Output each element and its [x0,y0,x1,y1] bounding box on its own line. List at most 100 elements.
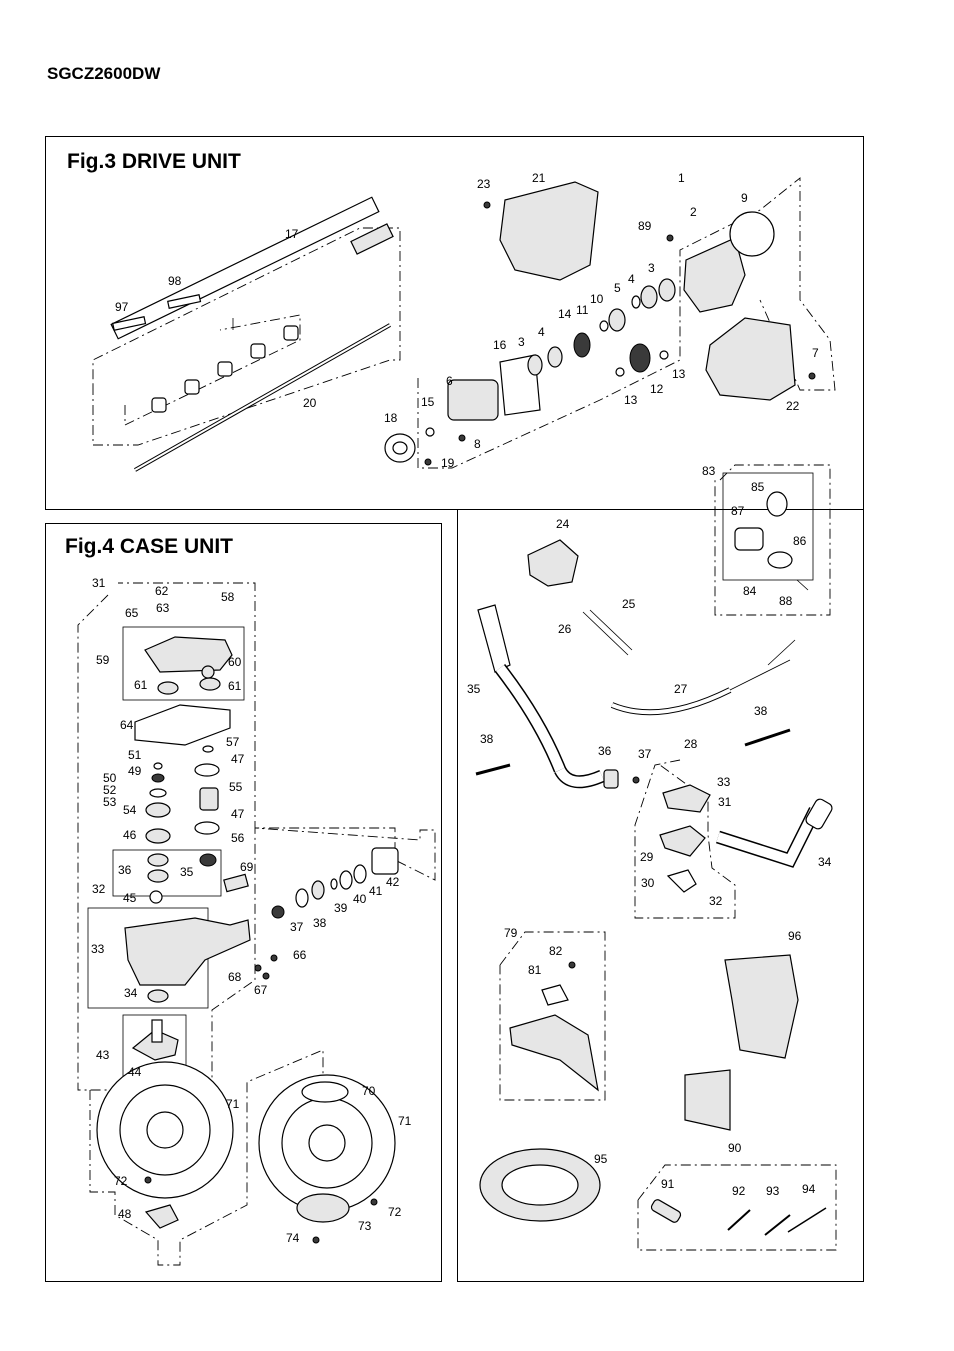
label-17: 17 [285,227,299,241]
label-c46: 46 [123,828,137,842]
label-5: 5 [614,281,621,295]
label-c72a: 72 [114,1174,128,1188]
label-c54: 54 [123,803,137,817]
bushing-set [151,325,299,413]
label-c38: 38 [313,916,327,930]
label-r86: 86 [793,534,807,548]
label-c71b: 71 [398,1114,412,1128]
label-r28: 28 [684,737,698,751]
label-r25: 25 [622,597,636,611]
label-c69: 69 [240,860,254,874]
label-11: 11 [576,303,589,317]
label-c55: 55 [229,780,243,794]
label-18: 18 [384,411,398,425]
label-r33: 33 [717,775,731,789]
label-22: 22 [786,399,800,413]
label-r26: 26 [558,622,572,636]
label-c45: 45 [123,891,137,905]
label-c64: 64 [120,718,134,732]
label-3a: 3 [648,261,655,275]
label-r92: 92 [732,1184,746,1198]
label-c37: 37 [290,920,304,934]
label-c40: 40 [353,892,367,906]
vibration-pads [112,294,202,331]
label-c35: 35 [180,865,194,879]
label-r38b: 38 [754,704,768,718]
clutch-housing-group [384,177,836,469]
label-c72b: 72 [388,1205,402,1219]
fig4-labels: 31 62 58 65 63 59 60 61 61 64 57 51 47 4… [91,576,412,1245]
label-c47b: 47 [231,807,245,821]
label-c66: 66 [293,948,307,962]
label-c48: 48 [118,1207,132,1221]
label-98: 98 [168,274,182,288]
label-c61a: 61 [134,678,148,692]
label-14: 14 [558,307,572,321]
label-r96: 96 [788,929,802,943]
label-c44: 44 [128,1065,142,1079]
label-3b: 3 [518,335,525,349]
accessories-labels: 24 25 26 35 27 38 38 36 37 28 33 31 29 3… [467,464,832,1198]
label-8: 8 [474,437,481,451]
label-12: 12 [650,382,664,396]
label-c61b: 61 [228,679,242,693]
label-c74: 74 [286,1231,300,1245]
fig4-title: Fig.4 CASE UNIT [65,535,234,558]
label-c39: 39 [334,901,348,915]
label-r79: 79 [504,926,518,940]
label-c49: 49 [128,764,142,778]
label-c67: 67 [254,983,268,997]
label-r35: 35 [467,682,481,696]
label-c50: 50 [103,771,117,785]
label-r84: 84 [743,584,757,598]
case-unit-group [77,582,436,1266]
label-c51: 51 [128,748,142,762]
label-c31: 31 [92,576,106,590]
label-c70: 70 [362,1084,376,1098]
label-c33: 33 [91,942,105,956]
fig3-title: Fig.3 DRIVE UNIT [67,150,241,173]
label-r91: 91 [661,1177,675,1191]
label-20: 20 [303,396,317,410]
label-r31: 31 [718,795,732,809]
label-r85: 85 [751,480,765,494]
label-c68: 68 [228,970,242,984]
label-c56: 56 [231,831,245,845]
label-c34: 34 [124,986,138,1000]
label-r81: 81 [528,963,542,977]
label-r32: 32 [709,894,723,908]
label-r94: 94 [802,1182,816,1196]
label-r83: 83 [702,464,716,478]
label-97: 97 [115,300,129,314]
label-c71a: 71 [226,1097,240,1111]
label-r38a: 38 [480,732,494,746]
label-13a: 13 [672,367,686,381]
label-r37: 37 [638,747,652,761]
label-c53: 53 [103,795,117,809]
label-c63: 63 [156,601,170,615]
label-c59: 59 [96,653,110,667]
label-r24: 24 [556,517,570,531]
fig3-labels: 1 2 3 3 4 4 5 6 7 8 9 10 11 12 13 13 14 … [115,171,819,470]
fig3-panel [45,136,864,510]
label-c47a: 47 [231,752,245,766]
label-c62: 62 [155,584,169,598]
label-4a: 4 [628,272,635,286]
inner-drive-shaft [134,323,391,472]
label-23: 23 [477,177,491,191]
label-16: 16 [493,338,507,352]
label-c41: 41 [369,884,383,898]
label-2: 2 [690,205,697,219]
label-21: 21 [532,171,546,185]
label-r88: 88 [779,594,793,608]
label-c73: 73 [358,1219,372,1233]
label-r95: 95 [594,1152,608,1166]
label-c60: 60 [228,655,242,669]
label-c65: 65 [125,606,139,620]
label-r93: 93 [766,1184,780,1198]
label-r87: 87 [731,504,745,518]
label-r29: 29 [640,850,654,864]
label-10: 10 [590,292,604,306]
label-c36: 36 [118,863,132,877]
label-r90: 90 [728,1141,742,1155]
